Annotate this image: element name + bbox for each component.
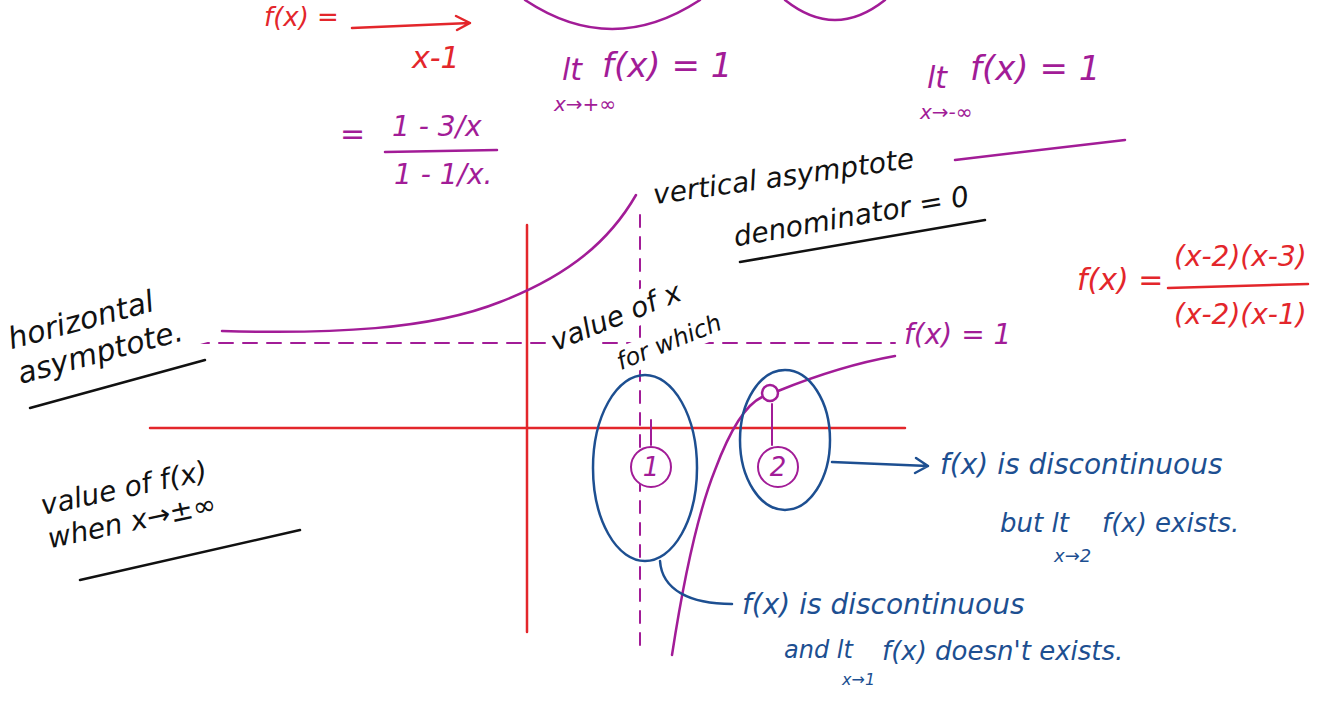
note-text: f(x) is discontinuous (938, 448, 1225, 482)
top-arc (785, 0, 885, 20)
hole-point (762, 385, 778, 401)
limit-subscript: x→-∞ (918, 100, 974, 124)
limit-subscript: x→1 (840, 670, 877, 689)
curve-left-branch (222, 195, 636, 332)
formula-text: f(x) = (262, 2, 341, 33)
limit-text: lt (560, 52, 584, 88)
leader-arrow (832, 458, 928, 473)
formula-text: 1 - 1/x. (392, 158, 494, 192)
leader-line (660, 561, 732, 604)
formula-text: 1 - 3/x (390, 110, 484, 144)
formula-text: x-1 (410, 40, 462, 76)
fraction-bar (385, 150, 497, 152)
tick-mark (771, 404, 773, 445)
number-text: 2 (770, 454, 787, 480)
note-text: horizontal asymptote. (2, 270, 218, 392)
formula-text: (x-2)(x-1) (1172, 298, 1309, 332)
top-arc (525, 0, 700, 29)
horizontal-asymptote-line (195, 342, 895, 344)
note-text: f(x) exists. (1100, 508, 1241, 539)
underline (955, 140, 1125, 160)
circled-number: 2 (757, 446, 799, 488)
limit-subscript: x→2 (1052, 545, 1093, 567)
limit-text: f(x) = 1 (968, 48, 1102, 89)
number-text: 1 (643, 454, 660, 480)
limit-text: lt (925, 60, 949, 96)
formula-text: f(x) = (1075, 262, 1165, 298)
limit-text: f(x) = 1 (600, 45, 734, 86)
formula-text: = (338, 116, 367, 152)
note-text: and lt (782, 636, 855, 665)
fraction-bar (1168, 284, 1308, 288)
circled-number: 1 (630, 446, 672, 488)
y-axis (526, 225, 529, 632)
highlight-ellipse (740, 370, 830, 510)
note-text: f(x) is discontinuous (740, 588, 1027, 622)
note-text: but lt (998, 508, 1071, 539)
note-text: f(x) doesn't exists. (880, 636, 1125, 667)
highlight-ellipse (593, 375, 697, 561)
fraction-bar (352, 16, 470, 30)
tick-mark (650, 420, 652, 445)
vertical-asymptote-line (639, 215, 641, 655)
curve-right-branch (778, 356, 895, 391)
asymptote-label: f(x) = 1 (902, 318, 1013, 352)
formula-text: (x-2)(x-3) (1172, 240, 1309, 274)
note-text: value of f(x) when x→±∞ (36, 441, 279, 555)
limit-subscript: x→+∞ (552, 92, 618, 116)
